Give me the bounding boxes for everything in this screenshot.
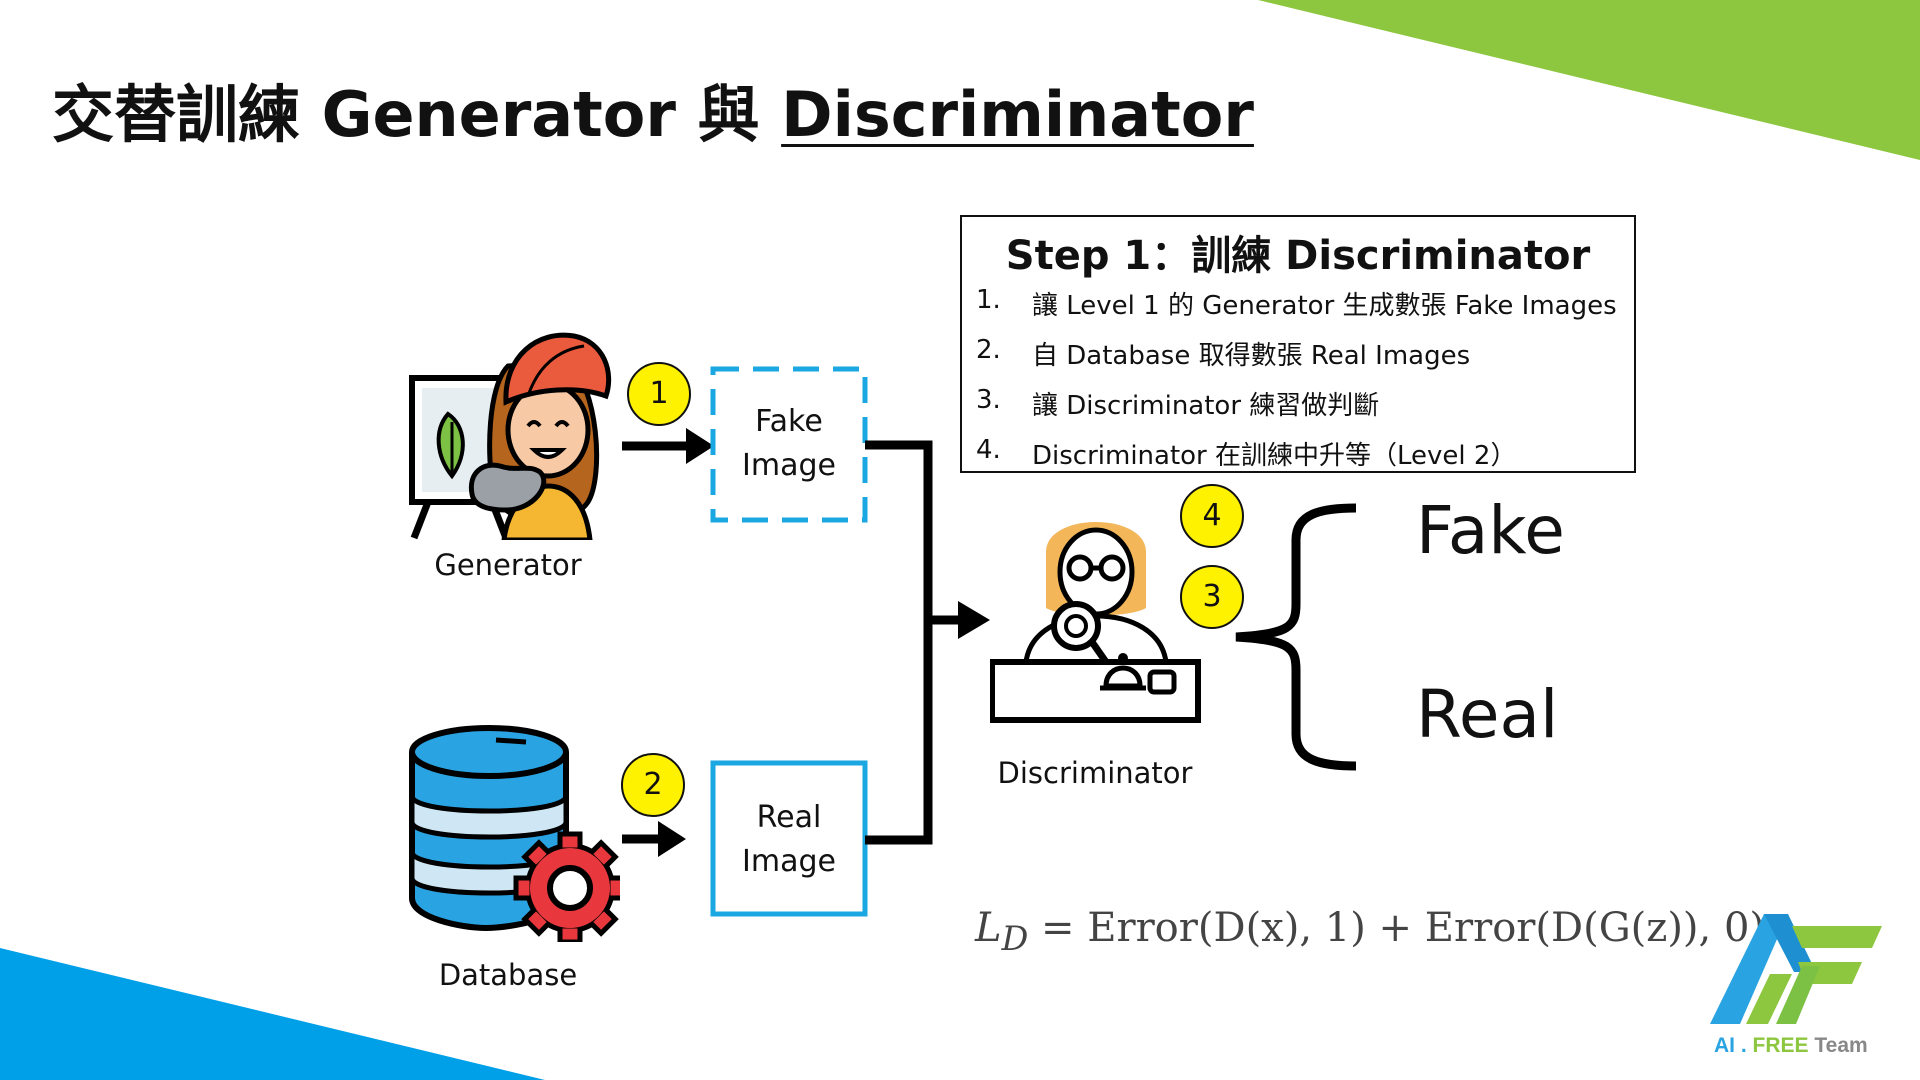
artist-girl-icon bbox=[408, 326, 614, 540]
af-logo-icon bbox=[1706, 912, 1886, 1032]
formula-rhs: = Error(D(x), 1) + Error(D(G(z)), 0) bbox=[1028, 905, 1765, 951]
generator-label: Generator bbox=[408, 548, 608, 582]
logo-dot: . bbox=[1735, 1034, 1753, 1057]
formula-lhs: L bbox=[975, 905, 1002, 951]
loss-formula: LD = Error(D(x), 1) + Error(D(G(z)), 0) bbox=[975, 905, 1765, 958]
arrow-generator-to-fake bbox=[622, 428, 714, 464]
real-image-label-line2: Image bbox=[714, 840, 864, 884]
step-badge-3: 3 bbox=[1180, 565, 1244, 629]
formula-lhs-sub: D bbox=[1002, 919, 1029, 958]
step-badge-4: 4 bbox=[1180, 484, 1244, 548]
real-image-label-line1: Real bbox=[714, 796, 864, 840]
database-gear-icon bbox=[406, 722, 620, 942]
merge-connector bbox=[865, 445, 990, 840]
fake-image-label-line2: Image bbox=[714, 444, 864, 488]
logo-ai: AI bbox=[1714, 1034, 1735, 1057]
step-badge-2: 2 bbox=[621, 753, 685, 817]
step-badge-1: 1 bbox=[627, 362, 691, 426]
output-real: Real bbox=[1416, 676, 1558, 753]
inspector-magnifier-icon bbox=[990, 512, 1202, 726]
real-image-label: Real Image bbox=[714, 796, 864, 884]
logo-team: Team bbox=[1809, 1034, 1868, 1057]
fake-image-label-line1: Fake bbox=[714, 400, 864, 444]
logo-free: FREE bbox=[1753, 1034, 1809, 1057]
database-label: Database bbox=[408, 958, 608, 992]
discriminator-label: Discriminator bbox=[990, 756, 1200, 790]
output-brace bbox=[1236, 508, 1356, 766]
fake-image-label: Fake Image bbox=[714, 400, 864, 488]
logo-text: AI . FREE Team bbox=[1714, 1034, 1868, 1058]
arrow-database-to-real bbox=[622, 821, 686, 857]
output-fake: Fake bbox=[1416, 492, 1565, 569]
